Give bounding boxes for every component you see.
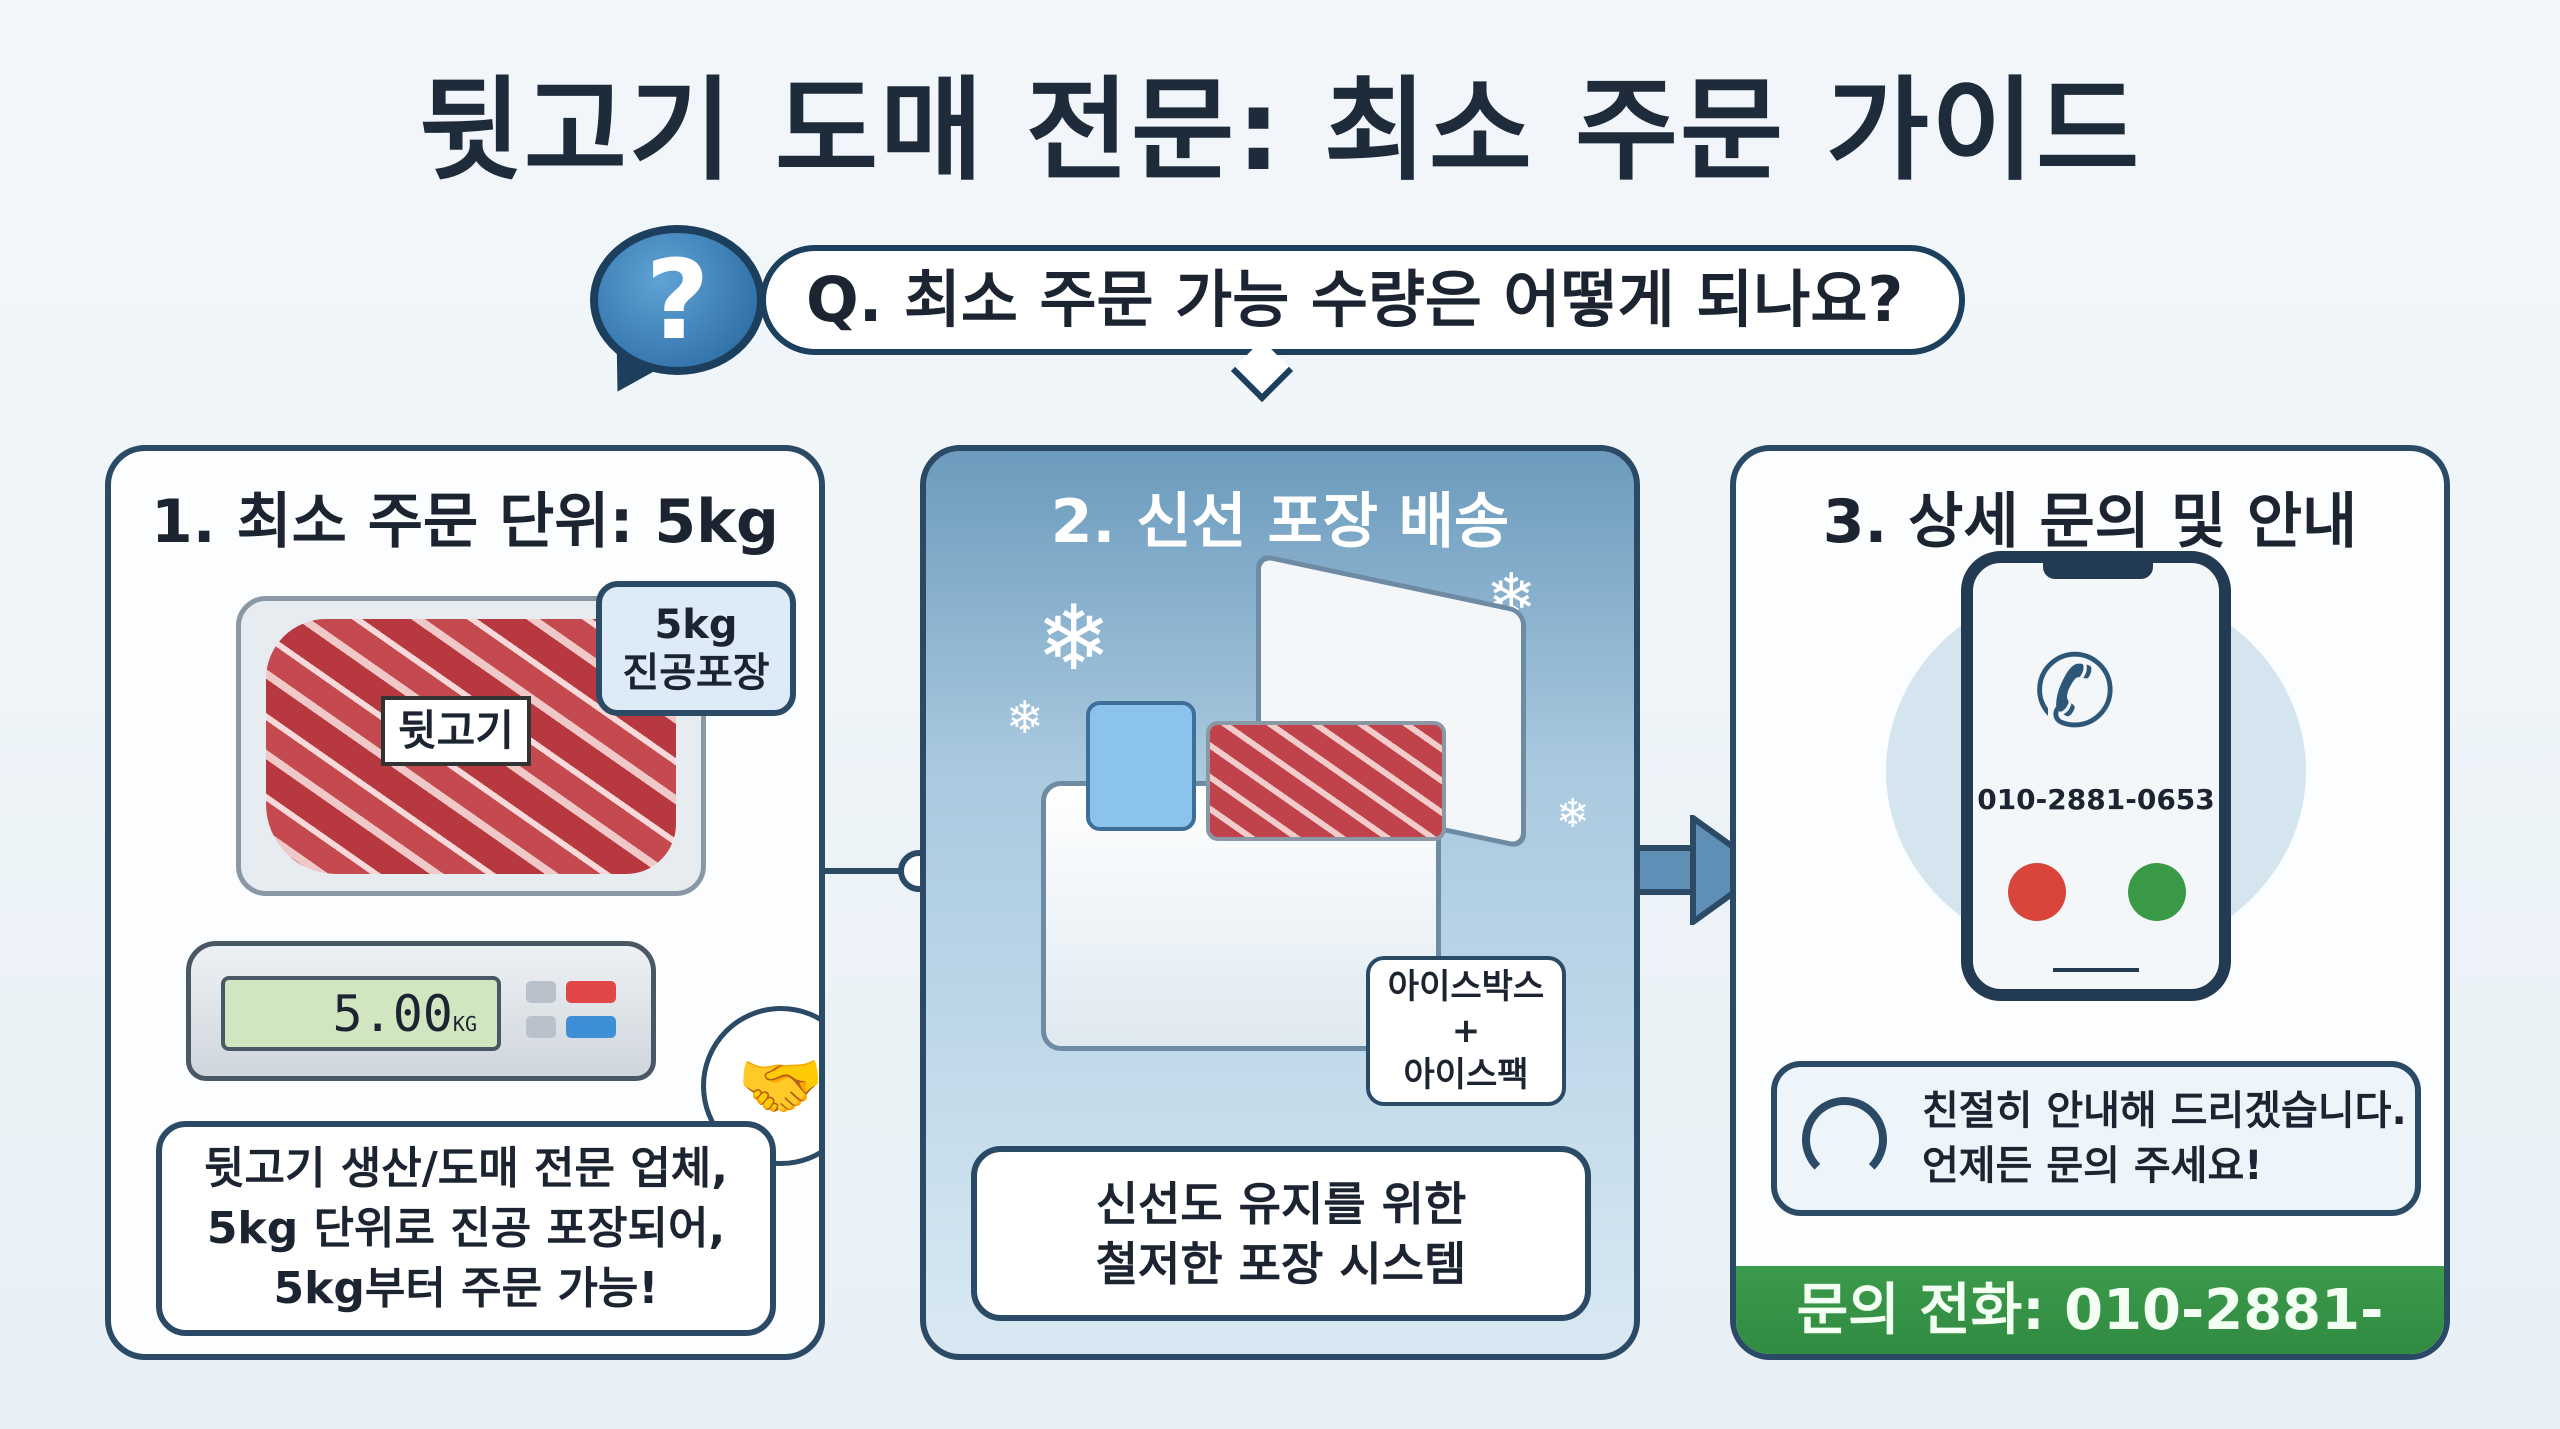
- page-title: 뒷고기 도매 전문: 최소 주문 가이드: [418, 66, 2142, 196]
- meat-packs: [1206, 721, 1446, 841]
- contact-phone-footer[interactable]: 문의 전화: 010-2881-0653: [1736, 1266, 2444, 1354]
- icebox-label-plus: +: [1451, 1011, 1481, 1051]
- note-line: 뒷고기 생산/도매 전문 업체,: [203, 1142, 729, 1194]
- note-line: 친절히 안내해 드리겠습니다.: [1922, 1087, 2407, 1134]
- snowflake-icon: ❄: [1556, 791, 1590, 837]
- badge-pack: 진공포장: [622, 649, 770, 696]
- phone-number: 010-2881-0653: [1977, 783, 2215, 816]
- meat-label: 뒷고기: [381, 696, 531, 766]
- panel-note: 뒷고기 생산/도매 전문 업체, 5kg 단위로 진공 포장되어, 5kg부터 …: [156, 1121, 776, 1336]
- note-line: 5kg 단위로 진공 포장되어,: [206, 1202, 726, 1254]
- phone-notch: [2043, 561, 2153, 579]
- note-line: 5kg부터 주문 가능!: [273, 1262, 659, 1314]
- note-line: 철저한 포장 시스템: [1095, 1236, 1467, 1291]
- scale-display: 5.00KG: [221, 976, 501, 1051]
- scale-button: [566, 981, 616, 1003]
- note-line: 신선도 유지를 위한: [1095, 1176, 1467, 1231]
- arrow-shaft: [1640, 845, 1695, 895]
- arrow-right-icon: [1690, 815, 1770, 925]
- panel-title: 3. 상세 문의 및 안내: [1822, 487, 2358, 557]
- scale-button: [526, 1016, 556, 1038]
- accept-call-button: [2128, 863, 2186, 921]
- panel-minimum-order: 1. 최소 주문 단위: 5kg 뒷고기 5kg 진공포장 5.00KG 🤝 뒷…: [105, 445, 825, 1360]
- badge-weight: 5kg: [654, 601, 738, 648]
- panel-contact: 3. 상세 문의 및 안내 ✆ 010-2881-0653 친절히 안내해 드리…: [1730, 445, 2450, 1360]
- snowflake-icon: ❄: [1036, 586, 1112, 691]
- panel-title: 2. 신선 포장 배송: [1050, 487, 1510, 557]
- question-banner: ? Q. 최소 주문 가능 수량은 어떻게 되나요?: [590, 225, 1980, 407]
- note-line: 언제든 문의 주세요!: [1922, 1142, 2263, 1189]
- home-indicator: [2053, 968, 2139, 972]
- scale-reading: 5.00: [332, 985, 453, 1043]
- question-mark-icon: ?: [590, 225, 765, 375]
- scale-button: [526, 981, 556, 1003]
- icebox-label-line: 아이스팩: [1403, 1055, 1529, 1095]
- panel-note: 친절히 안내해 드리겠습니다. 언제든 문의 주세요!: [1771, 1061, 2421, 1216]
- scale-button: [566, 1016, 616, 1038]
- snowflake-icon: ❄: [1006, 691, 1044, 744]
- vacuum-pack-badge: 5kg 진공포장: [596, 581, 796, 716]
- icebox-label: 아이스박스 + 아이스팩: [1366, 956, 1566, 1106]
- scale-unit: KG: [452, 1012, 477, 1036]
- ice-pack: [1086, 701, 1196, 831]
- scale-base: 5.00KG: [186, 941, 656, 1081]
- panel-fresh-delivery: 2. 신선 포장 배송 ❄ ❄ ❄ ❄ 아이스박스 + 아이스팩 신선도 유지를…: [920, 445, 1640, 1360]
- icebox-label-line: 아이스박스: [1387, 967, 1545, 1007]
- question-text: Q. 최소 주문 가능 수량은 어떻게 되나요?: [760, 245, 1965, 355]
- connector-line: [825, 868, 920, 874]
- panel-note: 신선도 유지를 위한 철저한 포장 시스템: [971, 1146, 1591, 1321]
- panel-title: 1. 최소 주문 단위: 5kg: [151, 487, 779, 557]
- smartphone: ✆ 010-2881-0653: [1961, 551, 2231, 1001]
- phone-call-icon: ✆: [2033, 633, 2117, 750]
- decline-call-button: [2008, 863, 2066, 921]
- headset-agent-icon: [1802, 1097, 1887, 1182]
